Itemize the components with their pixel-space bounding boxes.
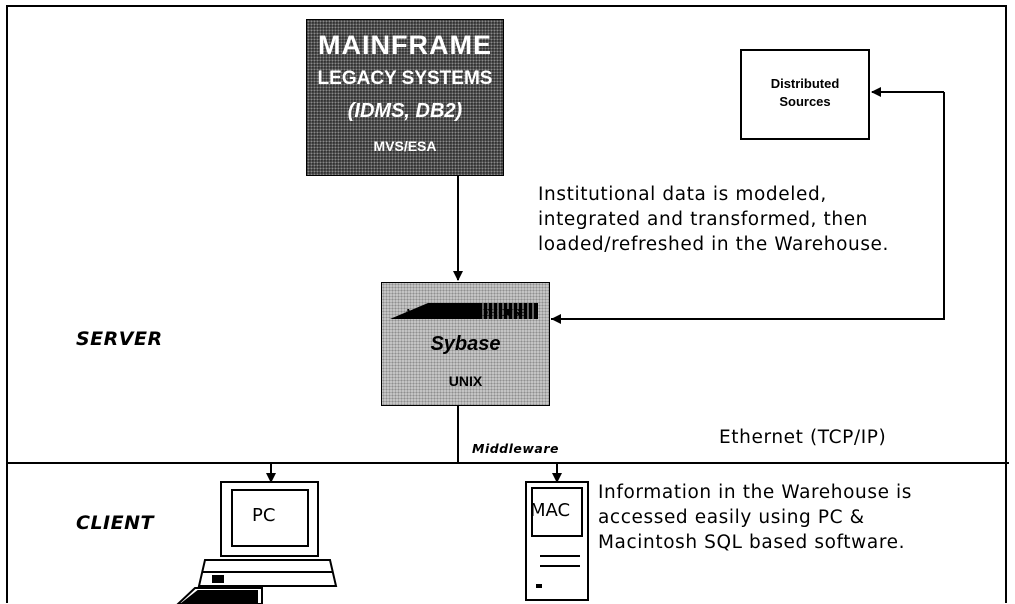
data-warehouse-box: ASU DATA WAREHOUSE Sybase UNIX [381, 282, 550, 406]
modeling-note-line: Institutional data is modeled, [538, 184, 827, 205]
distributed-line2: Sources [779, 94, 831, 109]
mainframe-box: MAINFRAME LEGACY SYSTEMS (IDMS, DB2) MVS… [306, 19, 504, 176]
access-note-line: accessed easily using PC & [598, 507, 865, 528]
access-note-line: Macintosh SQL based software. [598, 532, 906, 553]
mainframe-databases: (IDMS, DB2) [347, 100, 463, 122]
warehouse-os: UNIX [448, 373, 483, 389]
mainframe-title: MAINFRAME [318, 30, 492, 60]
modeling-note-line: loaded/refreshed in the Warehouse. [538, 234, 890, 255]
ethernet-label: Ethernet (TCP/IP) [719, 427, 887, 448]
mainframe-subtitle: LEGACY SYSTEMS [317, 68, 493, 89]
server-label: SERVER [76, 328, 163, 350]
pc-computer-icon [176, 481, 338, 604]
modeling-note-line: integrated and transformed, then [538, 209, 868, 230]
client-label: CLIENT [76, 512, 154, 534]
mainframe-os: MVS/ESA [373, 138, 437, 154]
mac-label: MAC [530, 500, 571, 521]
access-note: Information in the Warehouse is accessed… [598, 480, 1003, 555]
pc-label: PC [252, 505, 276, 526]
distributed-sources-box: Distributed Sources [740, 49, 870, 140]
distributed-loop-line [551, 92, 945, 320]
diagram-frame [6, 5, 1007, 603]
warehouse-banner: ASU DATA WAREHOUSE [404, 308, 527, 319]
warehouse-db: Sybase [430, 333, 501, 355]
access-note-line: Information in the Warehouse is [598, 482, 913, 503]
modeling-note: Institutional data is modeled, integrate… [538, 182, 958, 257]
mac-computer-icon [525, 481, 589, 601]
distributed-line1: Distributed [770, 76, 840, 91]
middleware-label: Middleware [472, 441, 560, 456]
warehouse-banner-graphic [390, 303, 538, 319]
